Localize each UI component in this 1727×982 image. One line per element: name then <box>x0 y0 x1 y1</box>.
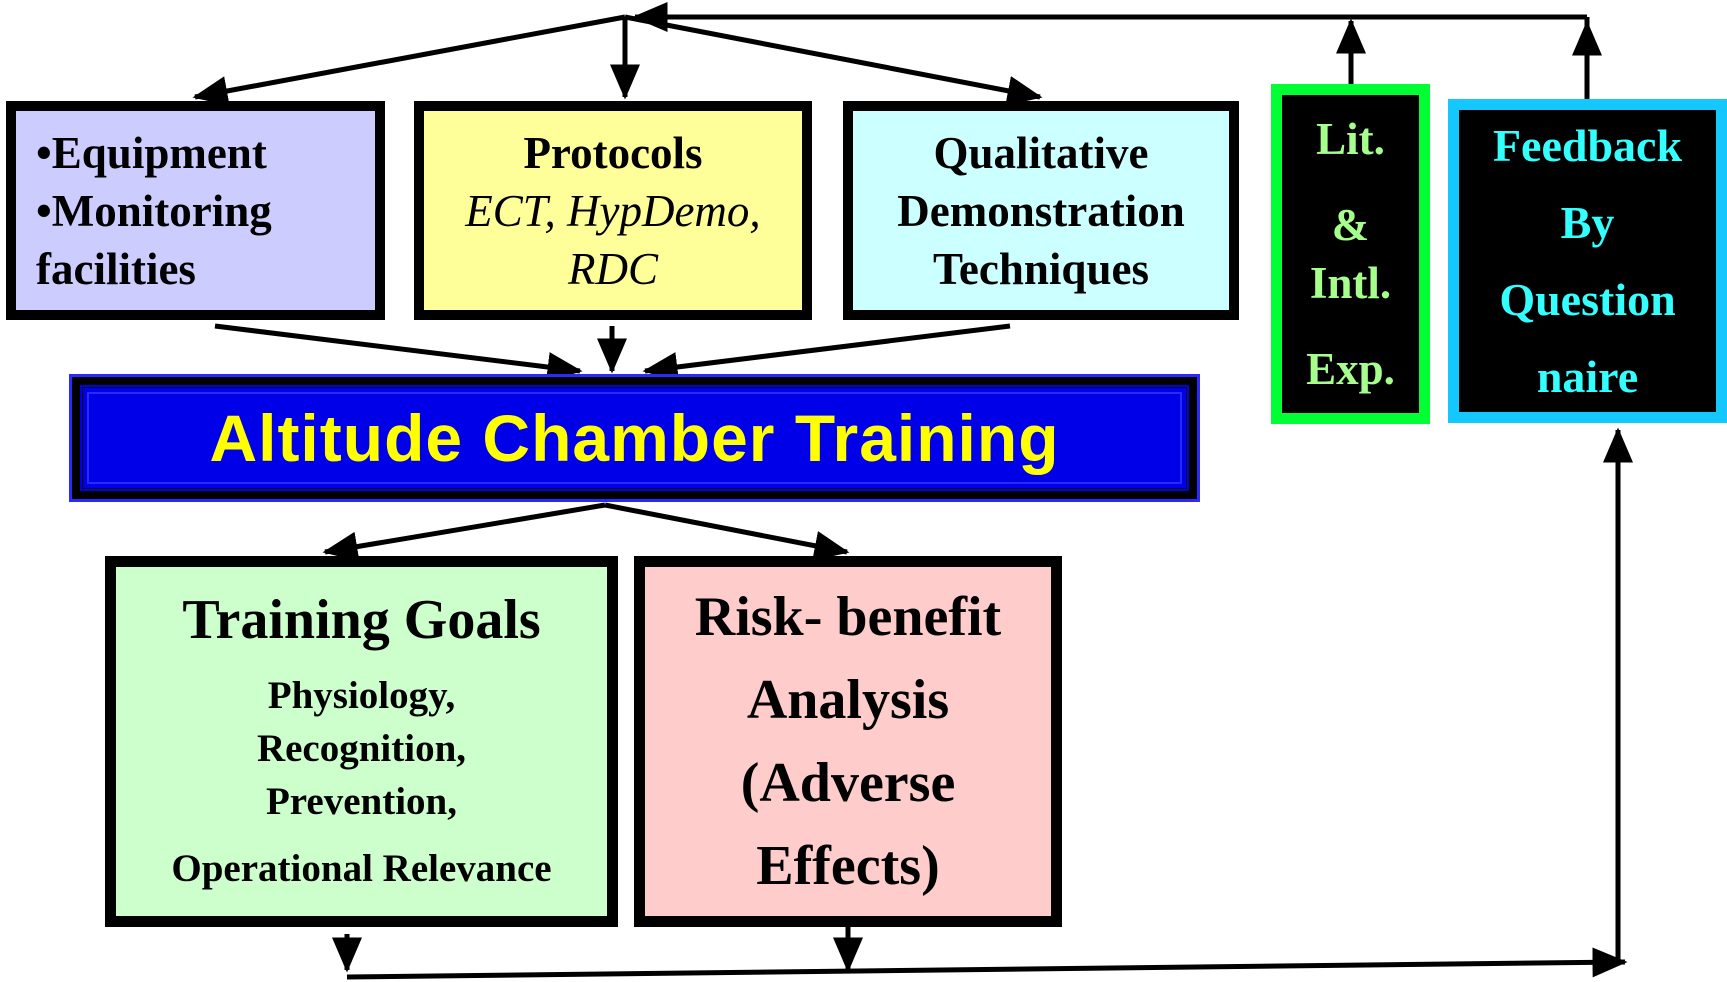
protocols-box: Protocols ECT, HypDemo, RDC <box>414 101 812 320</box>
risk-line-4: Effects) <box>756 834 940 897</box>
risk-line-3: (Adverse <box>740 751 956 814</box>
lit-line-2: & <box>1331 200 1370 250</box>
feedback-box: Feedback By Question naire <box>1448 99 1727 423</box>
arrow-bottom-line <box>346 947 1628 980</box>
goals-item-4: Operational Relevance <box>171 847 552 890</box>
lit-line-3: Intl. <box>1309 258 1392 308</box>
qualitative-line-3: Techniques <box>933 243 1149 294</box>
goals-title: Training Goals <box>182 589 541 651</box>
goals-item-2: Recognition, <box>256 727 467 770</box>
banner-inner: Altitude Chamber Training <box>79 384 1190 492</box>
goals-item-1: Physiology, <box>267 674 456 717</box>
goals-item-3: Prevention, <box>265 780 457 823</box>
literature-box: Lit. & Intl. Exp. <box>1271 84 1430 424</box>
arrow-equipment-to-banner <box>214 323 583 382</box>
arrow-to-qualitative <box>624 14 1043 106</box>
training-goals-box: Training Goals Physiology, Recognition, … <box>105 556 618 927</box>
feedback-line-4: naire <box>1536 351 1639 402</box>
protocols-title: Protocols <box>523 127 703 178</box>
qualitative-line-2: Demonstration <box>897 185 1185 236</box>
qualitative-line-1: Qualitative <box>933 127 1149 178</box>
qualitative-box: Qualitative Demonstration Techniques <box>843 101 1239 320</box>
arrow-banner-to-risk <box>604 502 850 561</box>
risk-line-1: Risk- benefit <box>694 585 1002 648</box>
altitude-chamber-banner: Altitude Chamber Training <box>69 374 1200 502</box>
equipment-line-1: •Equipment <box>36 127 267 178</box>
feedback-line-2: By <box>1560 197 1615 248</box>
banner-title: Altitude Chamber Training <box>209 401 1060 475</box>
risk-line-2: Analysis <box>746 668 950 731</box>
equipment-line-2: •Monitoring <box>36 185 272 236</box>
protocols-subtitle-1: ECT, HypDemo, <box>465 185 761 236</box>
feedback-line-1: Feedback <box>1492 120 1683 171</box>
equipment-line-3: facilities <box>36 243 196 294</box>
protocols-subtitle-2: RDC <box>568 243 658 294</box>
arrow-to-equipment <box>192 14 626 106</box>
arrow-qualitative-to-banner <box>642 323 1011 382</box>
equipment-box: •Equipment •Monitoring facilities <box>6 101 385 320</box>
lit-line-1: Lit. <box>1316 114 1385 164</box>
arrow-banner-to-goals <box>322 502 606 562</box>
feedback-line-3: Question <box>1499 274 1676 325</box>
risk-benefit-box: Risk- benefit Analysis (Adverse Effects) <box>634 556 1062 927</box>
lit-line-4: Exp. <box>1306 344 1395 394</box>
